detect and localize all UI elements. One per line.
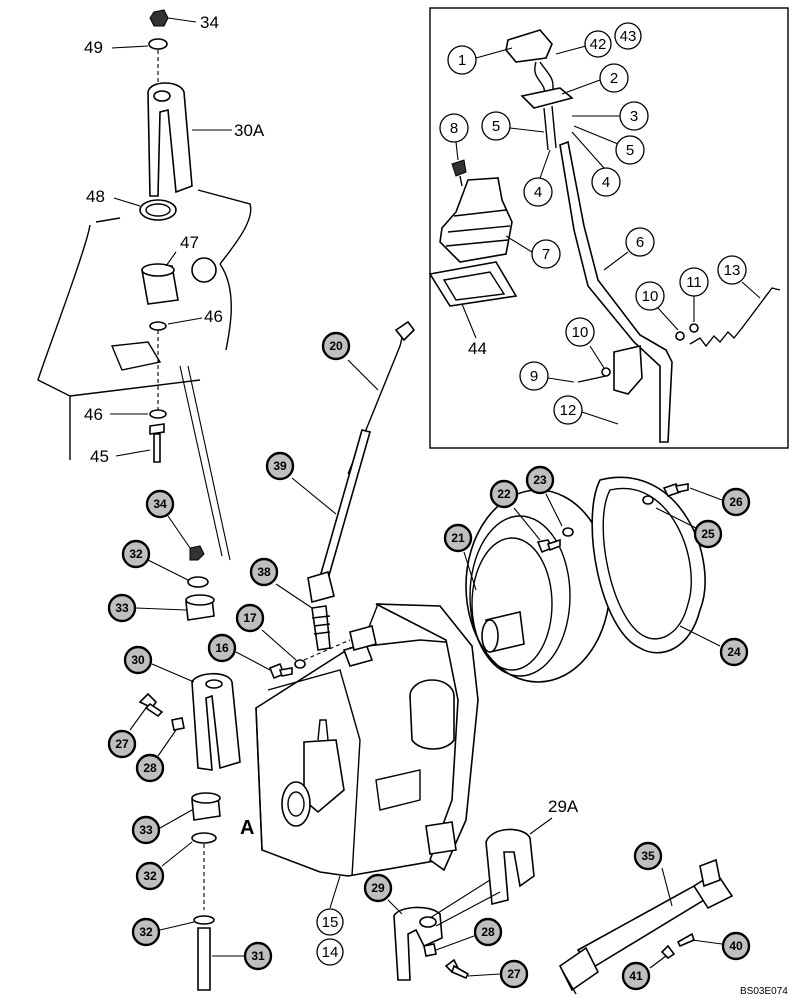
callout-34: 34 [153, 497, 167, 511]
mount-frame [37, 9, 252, 561]
callout-9: 9 [530, 368, 538, 385]
callout-4-left: 4 [534, 184, 542, 201]
plain-labels: 34 49 30A 48 47 46 46 45 29A 44 A BS03E0… [84, 13, 788, 997]
callout-5-right: 5 [626, 142, 634, 159]
inset-callouts: 42 43 1 2 3 4 4 5 5 6 7 8 [439, 22, 761, 425]
callout-25: 25 [701, 527, 715, 541]
transmission-housing [255, 603, 479, 877]
callout-40: 40 [729, 939, 743, 953]
callout-26: 26 [729, 495, 743, 509]
callout-32-mid: 32 [143, 869, 157, 883]
label-48: 48 [86, 187, 105, 206]
callout-43: 43 [620, 28, 637, 45]
callout-3: 3 [630, 108, 638, 125]
label-46-upper: 46 [204, 307, 223, 326]
label-30a: 30A [234, 121, 265, 140]
callout-1: 1 [458, 52, 466, 69]
callout-15: 15 [322, 914, 339, 931]
callout-21: 21 [451, 531, 465, 545]
diagram-code: BS03E074 [740, 986, 788, 997]
callout-16: 16 [215, 641, 229, 655]
callout-7: 7 [542, 246, 550, 263]
callout-39: 39 [273, 459, 287, 473]
callout-32-bottom: 32 [139, 925, 153, 939]
callout-24: 24 [727, 645, 741, 659]
callout-2: 2 [610, 70, 618, 87]
callout-23: 23 [533, 473, 547, 487]
callout-32-top: 32 [129, 547, 143, 561]
shift-lever-inset [428, 7, 789, 449]
view-letter-a: A [240, 817, 254, 839]
callout-30: 30 [131, 653, 145, 667]
callout-6: 6 [636, 234, 644, 251]
left-lower-parts [138, 545, 241, 991]
callout-27-right: 27 [507, 967, 521, 981]
callout-42: 42 [590, 36, 607, 53]
callout-10-lower: 10 [572, 324, 589, 341]
callout-10-upper: 10 [642, 288, 659, 305]
callout-28-left: 28 [143, 761, 157, 775]
callout-31: 31 [251, 949, 265, 963]
callout-14: 14 [322, 944, 339, 961]
drive-shaft [558, 858, 734, 995]
callout-29: 29 [371, 881, 385, 895]
callout-12: 12 [560, 402, 577, 419]
label-45: 45 [90, 447, 109, 466]
right-bracket [393, 828, 535, 981]
callout-11: 11 [686, 274, 702, 291]
dipstick-and-tube [307, 320, 416, 651]
callout-4-right: 4 [602, 174, 610, 191]
callout-38: 38 [257, 565, 271, 579]
label-47: 47 [180, 233, 199, 252]
callout-17: 17 [243, 611, 257, 625]
torque-converter [465, 476, 706, 683]
callout-8: 8 [450, 120, 458, 137]
label-34-top: 34 [200, 13, 219, 32]
main-callouts: 15 14 16 17 20 21 22 23 24 25 26 27 [107, 331, 751, 991]
callout-22: 22 [497, 487, 511, 501]
callout-27-left: 27 [115, 737, 129, 751]
label-49: 49 [84, 38, 103, 57]
callout-28-right: 28 [481, 925, 495, 939]
label-44: 44 [468, 339, 487, 358]
callout-5-left: 5 [492, 118, 500, 135]
callout-35: 35 [641, 849, 655, 863]
callout-20: 20 [329, 339, 343, 353]
callout-33-bottom: 33 [139, 823, 153, 837]
label-46-lower: 46 [84, 405, 103, 424]
callout-33-top: 33 [115, 601, 129, 615]
callout-41: 41 [629, 969, 643, 983]
callout-13: 13 [724, 262, 741, 279]
label-29a: 29A [548, 797, 579, 816]
